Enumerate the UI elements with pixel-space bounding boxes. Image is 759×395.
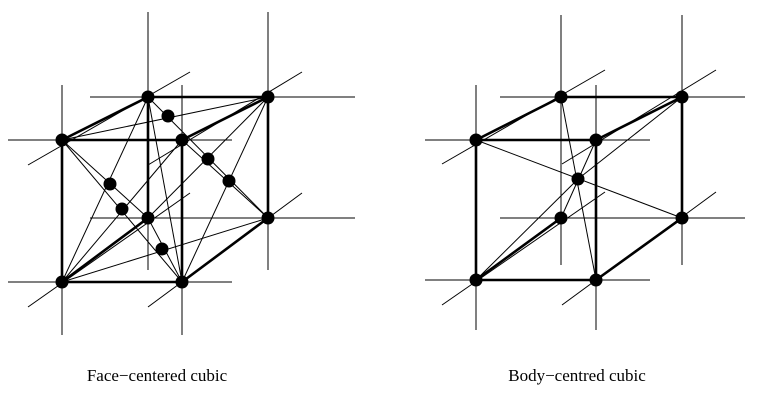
bcc-atom [675,211,689,225]
fcc-caption: Face−centered cubic [86,366,228,385]
bcc-atom [675,90,689,104]
fcc-face-center-atoms [103,109,236,256]
fcc-atom [261,90,275,104]
bcc-corner-atoms [469,90,689,287]
bcc-atom [554,90,568,104]
fcc-atom [155,242,169,256]
fcc-atom [115,202,129,216]
fcc-atom [175,133,189,147]
fcc-atom [161,109,175,123]
bcc-caption: Body−centred cubic [508,366,646,385]
bcc-atom [554,211,568,225]
bcc-atom [469,133,483,147]
fcc-atom [103,177,117,191]
fcc-corner-atoms [55,90,275,289]
fcc-atom [222,174,236,188]
fcc-atom [141,211,155,225]
bcc-body-center-atom [571,172,585,186]
bcc-atom [589,133,603,147]
fcc-atom [261,211,275,225]
bcc-atom [469,273,483,287]
fcc-atom [175,275,189,289]
fcc-atom [201,152,215,166]
bcc-atom [589,273,603,287]
fcc-atom [55,133,69,147]
bcc-diagram [425,15,745,330]
fcc-diagram [8,12,355,335]
bcc-cube-edges [474,95,684,282]
fcc-atom [55,275,69,289]
fcc-atom [141,90,155,104]
fcc-cube-edges [60,95,270,284]
